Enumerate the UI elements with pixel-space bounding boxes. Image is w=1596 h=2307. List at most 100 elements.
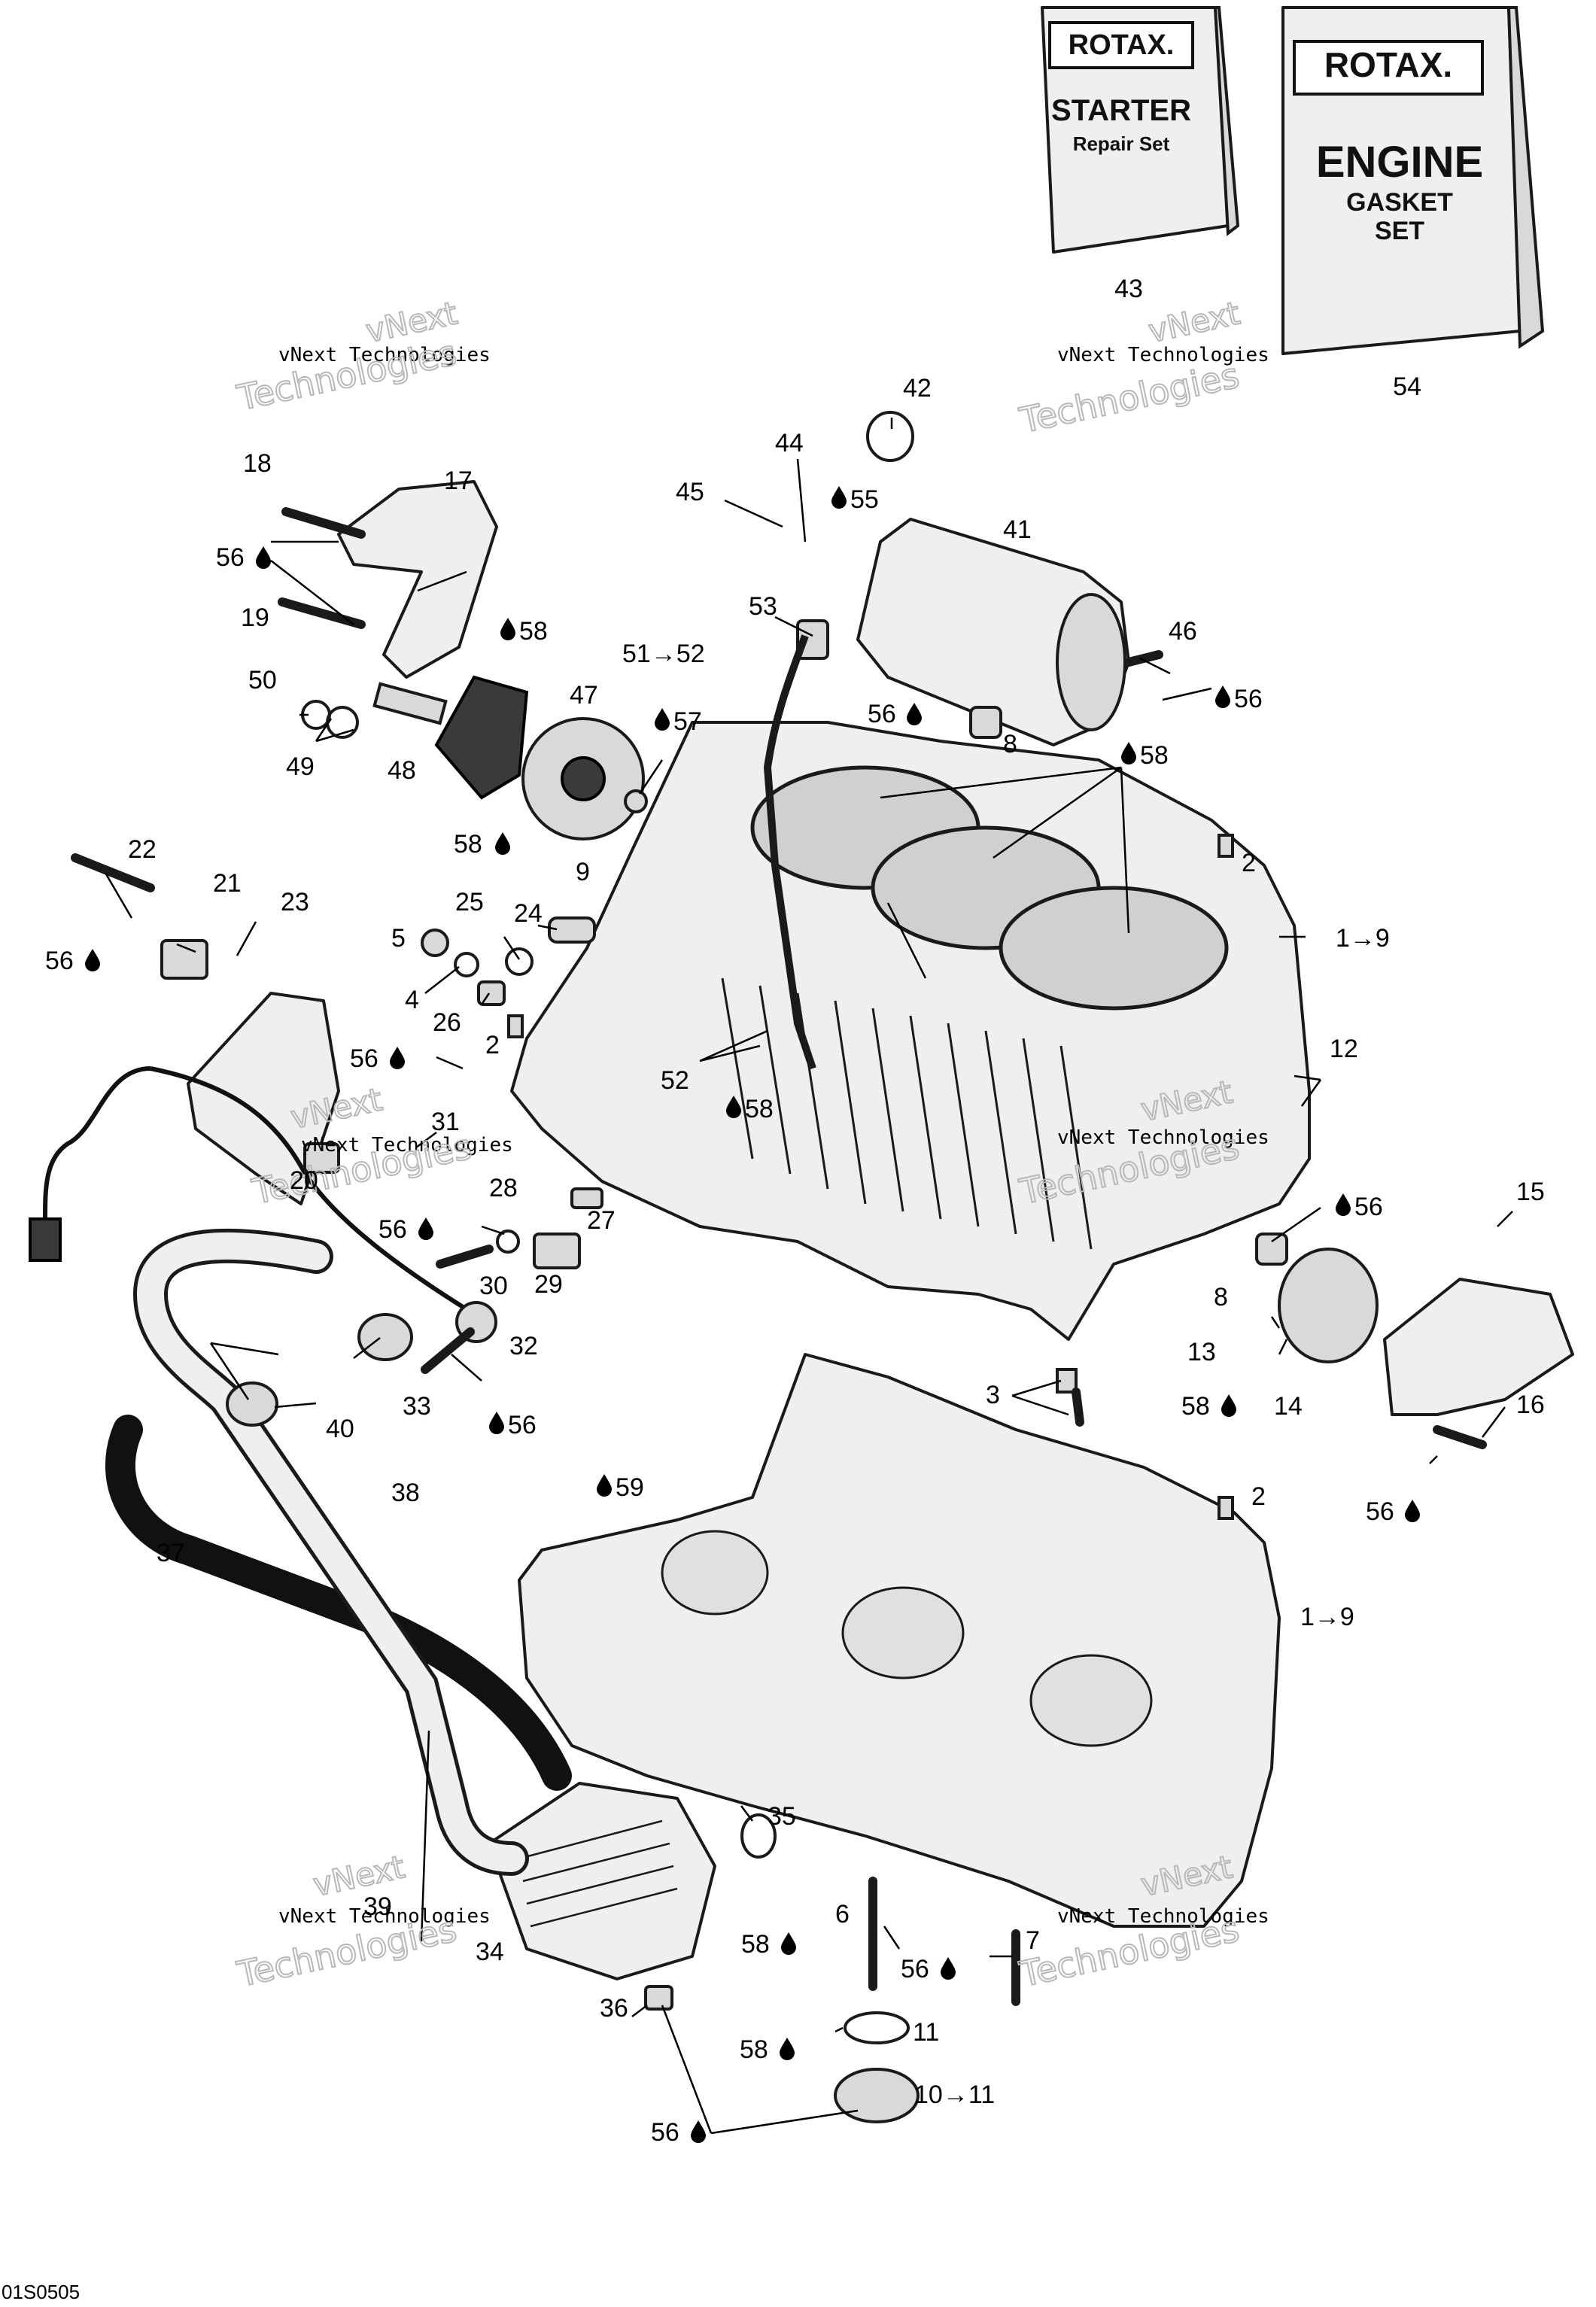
svg-text:56: 56 bbox=[350, 1044, 378, 1073]
svg-text:vNext Technologies: vNext Technologies bbox=[1057, 1126, 1269, 1149]
callout-45: 45 bbox=[676, 478, 704, 506]
lubricant-drop-icon bbox=[1405, 1500, 1420, 1522]
callout-50: 50 bbox=[248, 666, 277, 695]
callout-29: 29 bbox=[534, 1270, 563, 1299]
callout-23: 23 bbox=[281, 888, 309, 916]
callout-4: 4 bbox=[405, 986, 419, 1014]
callout-1: 1→9 bbox=[1336, 924, 1390, 953]
starter-subtitle: Repair Set bbox=[1073, 132, 1170, 155]
svg-text:vNext Technologies: vNext Technologies bbox=[278, 1905, 491, 1928]
lubricant-drop-icon bbox=[495, 832, 510, 855]
gasket-subtitle: GASKET bbox=[1346, 188, 1453, 217]
leader-lines bbox=[104, 418, 1513, 2135]
callout-2-c: 2 bbox=[1251, 1482, 1266, 1511]
callout-15: 15 bbox=[1516, 1178, 1545, 1206]
lubricant-drop-icon bbox=[1336, 1193, 1351, 1216]
callout-35: 35 bbox=[768, 1802, 796, 1831]
figure-code: 01S0505 bbox=[2, 2281, 80, 2303]
callout-56-c: 56 bbox=[1215, 685, 1263, 713]
svg-text:58: 58 bbox=[519, 617, 548, 646]
callout-44: 44 bbox=[775, 429, 804, 457]
svg-text:vNext Technologies: vNext Technologies bbox=[1057, 1905, 1269, 1928]
callout-58-a: 58 bbox=[500, 617, 548, 646]
lubricant-drop-icon bbox=[500, 618, 515, 640]
oil-cooler bbox=[488, 1782, 716, 1980]
callout-56-a: 56 bbox=[216, 543, 271, 572]
starter-motor bbox=[856, 518, 1130, 746]
engine-gasket-set-booklet: ROTAX. ENGINE GASKET SET bbox=[1281, 6, 1545, 355]
callout-56-k: 56 bbox=[651, 2118, 706, 2147]
callout-56-j: 56 bbox=[901, 1955, 956, 1983]
watermark-top-left: vNext Technologies vNext Technologies bbox=[233, 293, 491, 419]
callout-41: 41 bbox=[1003, 515, 1032, 544]
svg-text:vNext Technologies: vNext Technologies bbox=[301, 1134, 513, 1157]
gasket-brand: ROTAX. bbox=[1324, 45, 1452, 84]
starter-brand: ROTAX. bbox=[1069, 29, 1175, 61]
callout-22: 22 bbox=[128, 835, 157, 864]
callout-3: 3 bbox=[986, 1381, 1000, 1409]
callout-8-a: 8 bbox=[1003, 730, 1017, 758]
gasket-subtitle2: SET bbox=[1375, 217, 1424, 245]
callout-52: 52 bbox=[661, 1066, 689, 1095]
svg-text:56: 56 bbox=[651, 2118, 679, 2147]
starter-drive bbox=[372, 675, 529, 800]
lubricant-drop-icon bbox=[418, 1217, 433, 1240]
callout-11: 11 bbox=[913, 2018, 939, 2047]
callout-26: 26 bbox=[433, 1008, 461, 1037]
callout-58-b: 58 bbox=[1121, 741, 1169, 770]
callout-56-g: 56 bbox=[1336, 1193, 1383, 1221]
callout-51: 51→52 bbox=[622, 640, 705, 668]
callout-56-h: 56 bbox=[489, 1411, 537, 1439]
svg-text:58: 58 bbox=[1181, 1392, 1210, 1421]
lower-crankcase bbox=[518, 1353, 1281, 1928]
callout-37: 37 bbox=[157, 1539, 185, 1567]
callout-39: 39 bbox=[363, 1892, 392, 1921]
svg-text:59: 59 bbox=[616, 1473, 644, 1502]
callout-36: 36 bbox=[600, 1994, 628, 2023]
callout-57: 57 bbox=[655, 707, 702, 736]
svg-text:58: 58 bbox=[745, 1095, 774, 1123]
callout-2-b: 2 bbox=[485, 1031, 500, 1059]
callout-10: 10→11 bbox=[914, 2081, 995, 2109]
svg-text:vNext Technologies: vNext Technologies bbox=[278, 344, 491, 366]
dipstick-tube bbox=[763, 634, 816, 1070]
callout-7: 7 bbox=[1026, 1926, 1040, 1955]
svg-text:Technologies: Technologies bbox=[1016, 355, 1242, 441]
svg-text:56: 56 bbox=[378, 1215, 407, 1244]
gasket-title: ENGINE bbox=[1316, 138, 1483, 187]
svg-text:56: 56 bbox=[508, 1411, 537, 1439]
svg-text:vNext Technologies: vNext Technologies bbox=[1057, 344, 1269, 366]
callout-32: 32 bbox=[509, 1332, 538, 1360]
part-callouts: 42 44 45 41 53 51→52 46 8 18 17 19 50 49… bbox=[128, 374, 1545, 2109]
callout-5: 5 bbox=[391, 924, 406, 953]
svg-text:56: 56 bbox=[45, 947, 74, 975]
lubricant-drop-icon bbox=[597, 1474, 612, 1497]
callout-58-g: 58 bbox=[740, 2035, 795, 2064]
svg-text:56: 56 bbox=[901, 1955, 929, 1983]
engine-support-right bbox=[1383, 1278, 1574, 1416]
callout-58-d: 58 bbox=[726, 1095, 774, 1123]
callout-12: 12 bbox=[1330, 1035, 1358, 1063]
callout-48: 48 bbox=[388, 756, 416, 785]
svg-text:56: 56 bbox=[1354, 1193, 1383, 1221]
callout-25: 25 bbox=[455, 888, 484, 916]
watermark-bottom-left: vNext Technologies vNext Technologies bbox=[233, 1847, 491, 1995]
upper-crankcase bbox=[510, 721, 1311, 1341]
callout-55: 55 bbox=[831, 485, 879, 514]
callout-18: 18 bbox=[243, 449, 272, 478]
callout-49: 49 bbox=[286, 752, 315, 781]
idler-gear bbox=[521, 717, 645, 840]
lubricant-drop-icon bbox=[941, 1957, 956, 1980]
callout-56-d: 56 bbox=[45, 947, 100, 975]
svg-text:58: 58 bbox=[1140, 741, 1169, 770]
callout-38: 38 bbox=[391, 1479, 420, 1507]
callout-9: 9 bbox=[576, 858, 590, 886]
lubricant-drop-icon bbox=[907, 703, 922, 725]
svg-text:58: 58 bbox=[454, 830, 482, 859]
callout-34: 34 bbox=[476, 1938, 504, 1966]
callout-19: 19 bbox=[241, 603, 269, 632]
callout-56-f: 56 bbox=[378, 1215, 433, 1244]
lubricant-drop-icon bbox=[780, 2038, 795, 2060]
starter-bracket bbox=[337, 480, 498, 679]
